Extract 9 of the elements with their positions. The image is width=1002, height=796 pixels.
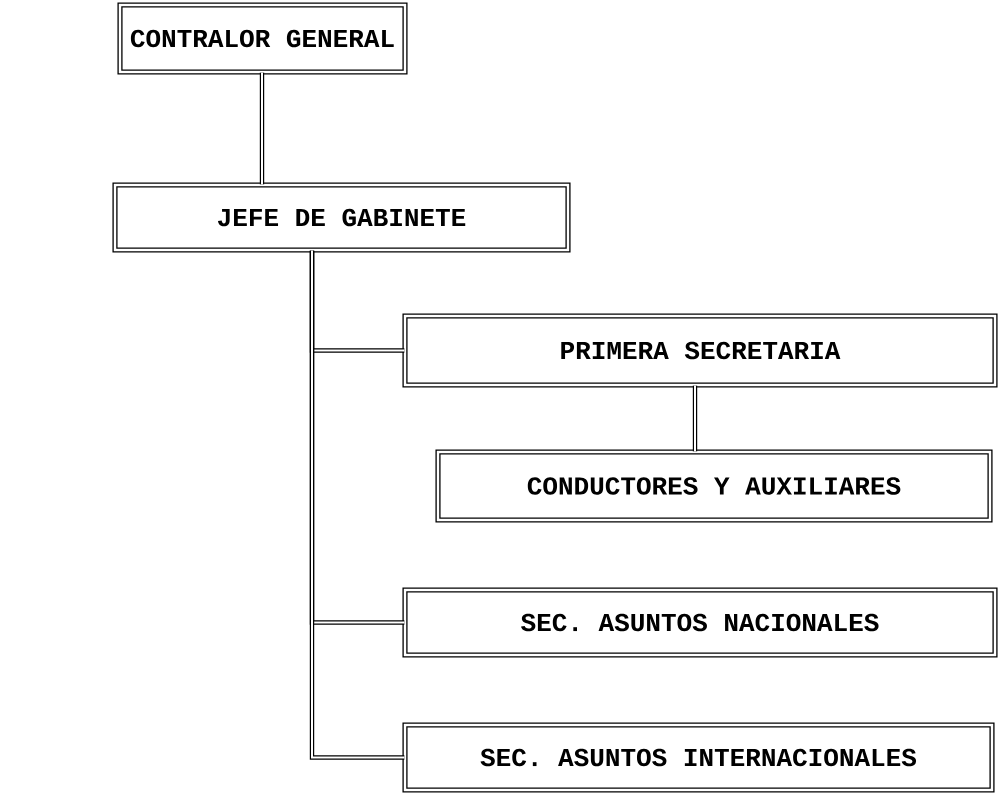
org-box: SEC. ASUNTOS INTERNACIONALES <box>402 722 995 793</box>
org-box: CONDUCTORES Y AUXILIARES <box>435 449 993 523</box>
connector-line <box>692 384 698 453</box>
org-box: PRIMERA SECRETARIA <box>402 313 998 388</box>
org-box: JEFE DE GABINETE <box>112 182 571 253</box>
org-box: SEC. ASUNTOS NACIONALES <box>402 587 998 658</box>
org-box: CONTRALOR GENERAL <box>117 2 408 75</box>
connector-line <box>259 71 265 186</box>
connector-line <box>309 249 406 760</box>
